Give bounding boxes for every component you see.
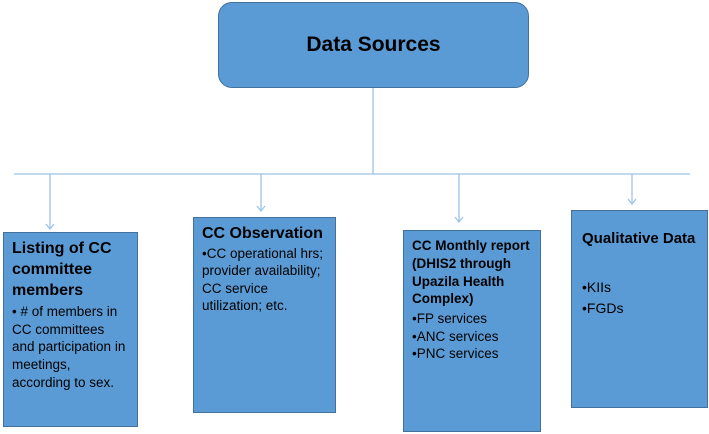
list-item: •CC operational hrs; provider availabili… (202, 245, 324, 314)
arrowhead-4 (627, 198, 637, 206)
committee-members-node: Listing of CC committee members • # of m… (3, 232, 138, 427)
node-items: •KIIs •FGDs (582, 277, 697, 319)
data-sources-root-node: Data Sources (218, 2, 529, 88)
node-title: Qualitative Data (582, 230, 696, 247)
root-label: Data Sources (306, 33, 441, 56)
arrowhead-1 (45, 223, 55, 231)
arrowhead-3 (454, 216, 464, 224)
list-item: •KIIs (582, 279, 612, 295)
node-items: •FP services •ANC services •PNC services (412, 310, 532, 363)
node-items: • # of members in CC committees and part… (12, 303, 129, 391)
list-item: •FP services (412, 311, 487, 327)
list-item: •ANC services (412, 328, 499, 344)
node-title: Listing of CC committee members (12, 240, 112, 299)
arrowhead-2 (256, 205, 266, 213)
node-title: CC Observation (202, 225, 323, 242)
node-title: CC Monthly report (DHIS2 through Upazila… (412, 238, 530, 307)
node-items: •CC operational hrs; provider availabili… (202, 245, 327, 315)
cc-observation-node: CC Observation •CC operational hrs; prov… (193, 217, 336, 413)
list-item: •FGDs (582, 300, 624, 316)
qualitative-data-node: Qualitative Data •KIIs •FGDs (571, 210, 708, 408)
list-item: •PNC services (412, 346, 499, 362)
monthly-report-node: CC Monthly report (DHIS2 through Upazila… (403, 230, 541, 432)
list-item: • # of members in CC committees and part… (12, 304, 126, 390)
